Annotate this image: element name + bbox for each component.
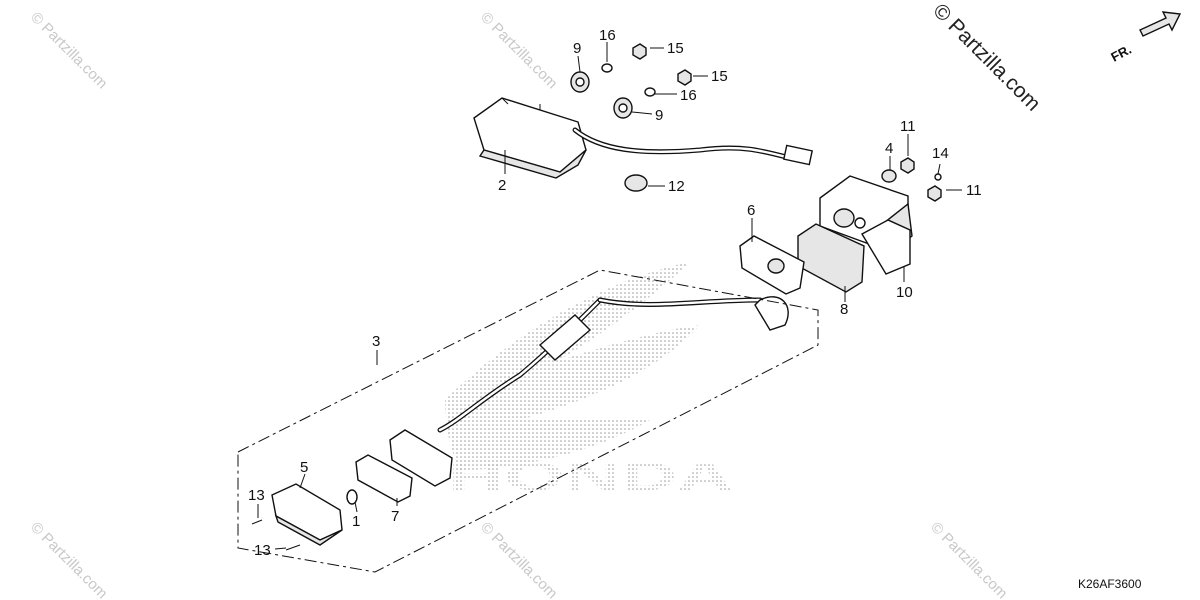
callout-9: 9 xyxy=(655,107,663,124)
front-direction-indicator: FR. xyxy=(1108,11,1182,65)
callout-10: 10 xyxy=(896,284,913,301)
callout-16: 16 xyxy=(680,87,697,104)
callout-9: 9 xyxy=(573,40,581,57)
part-3-license-light-assembly xyxy=(271,296,789,546)
callout-11: 11 xyxy=(966,182,982,199)
watermark-text: © Partzilla.com xyxy=(27,9,110,92)
callout-labels: 9 16 15 15 16 9 2 12 11 4 14 11 6 8 10 3… xyxy=(248,27,982,559)
callout-8: 8 xyxy=(840,301,848,318)
callout-2: 2 xyxy=(498,177,506,194)
watermark-text: © Partzilla.com xyxy=(477,519,560,600)
callout-12: 12 xyxy=(668,178,685,195)
part-10-reflector-bracket xyxy=(819,175,913,275)
callout-5: 5 xyxy=(300,459,308,476)
part-6-gasket xyxy=(739,235,805,295)
watermark-text: © Partzilla.com xyxy=(27,519,110,600)
assembly-boundary xyxy=(237,269,819,573)
callout-15: 15 xyxy=(667,40,684,57)
honda-wordmark: HONDA xyxy=(448,455,733,499)
watermark-text: © Partzilla.com xyxy=(477,9,560,92)
callout-1: 1 xyxy=(352,513,360,530)
watermark-large: © Partzilla.com xyxy=(928,0,1044,116)
callout-3: 3 xyxy=(372,333,380,350)
callout-16: 16 xyxy=(599,27,616,44)
watermark-text: © Partzilla.com xyxy=(927,519,1010,600)
callout-15: 15 xyxy=(711,68,728,85)
front-direction-label: FR. xyxy=(1108,42,1134,65)
leader-lines xyxy=(257,42,962,550)
hardware-group-right xyxy=(881,157,942,202)
callout-6: 6 xyxy=(747,202,755,219)
part-2-tail-light-unit xyxy=(473,97,814,179)
callout-4: 4 xyxy=(885,140,893,157)
part-13-screws xyxy=(251,519,301,551)
front-arrow-icon xyxy=(1139,11,1182,37)
callout-7: 7 xyxy=(391,508,399,525)
callout-13: 13 xyxy=(248,487,265,504)
callout-14: 14 xyxy=(932,145,949,162)
hardware-group-top xyxy=(570,43,692,192)
diagram-code: K26AF3600 xyxy=(1078,577,1142,591)
honda-wing-logo: HONDA xyxy=(445,262,733,499)
callout-13: 13 xyxy=(254,542,271,559)
watermark-layer: © Partzilla.com © Partzilla.com © Partzi… xyxy=(27,9,1010,600)
callout-11: 11 xyxy=(900,118,916,135)
